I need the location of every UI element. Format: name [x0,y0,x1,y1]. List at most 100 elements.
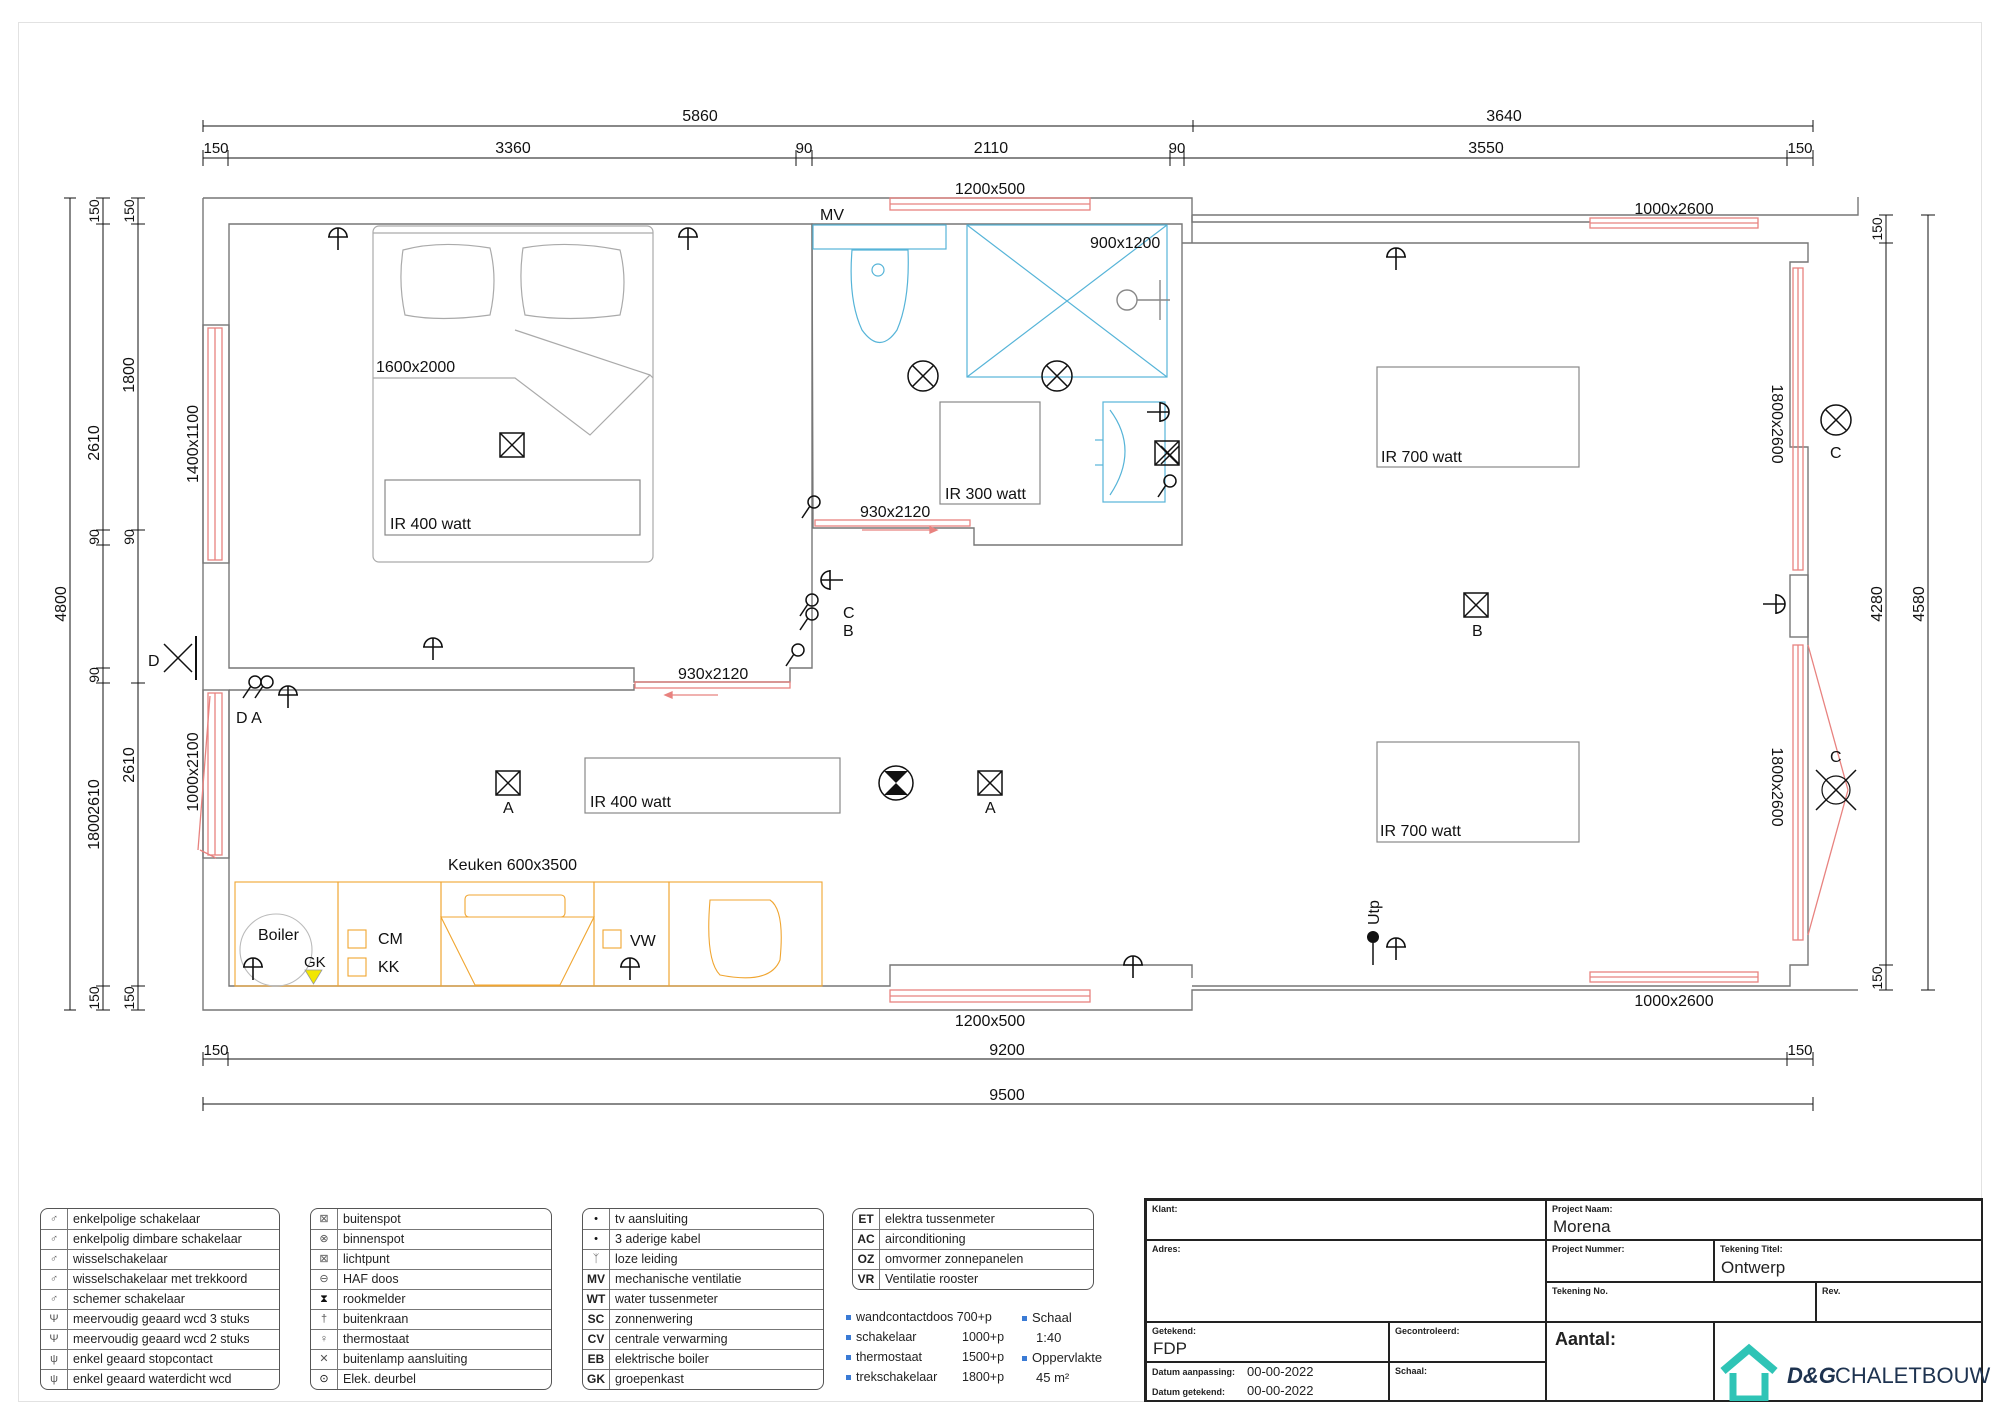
spot-icon [1041,360,1073,392]
legend-item: 3 aderige kabel [615,1232,701,1246]
legend-code: SC [583,1309,610,1329]
socket-icon [820,569,844,591]
lamp-icon [1463,592,1489,618]
legend-item: lichtpunt [343,1252,390,1266]
legend-item: enkel geaard waterdicht wcd [73,1372,232,1386]
switch-da-label: D A [236,710,262,727]
project-nummer-label: Project Nummer: [1552,1244,1625,1254]
legend-item: buitenspot [343,1212,401,1226]
logo: D&G CHALETBOUW [1717,1343,1990,1401]
bath-ir-heater [939,401,1041,505]
outdoor-lamp-icon [1820,404,1852,436]
dim-left-150-t: 150 [86,199,102,223]
schaal-cell: Schaal: [1389,1362,1546,1402]
datum: 00-00-2022 [1247,1383,1314,1398]
project-naam: Morena [1553,1217,1611,1236]
tekening-no-label: Tekening No. [1552,1286,1608,1296]
klant-cell: Klant: [1146,1200,1546,1240]
outdoor-lamp-icon: ✕ [311,1349,338,1369]
dim-left-150-b: 150 [86,986,102,1010]
dim-top-150-l: 150 [203,140,228,157]
dim-left2-150-b: 150 [121,986,137,1010]
dim-top-90-a: 90 [796,140,813,157]
ir-bed-label: IR 400 watt [390,516,471,533]
legend-item: meervoudig geaard wcd 2 stuks [73,1332,250,1346]
scale-label: Schaal [1032,1310,1072,1325]
socket-icon [1122,955,1144,979]
lamp-icon [977,770,1003,796]
note-pull-switch-height: 1800+p [962,1370,1005,1384]
ir-right-2-label: IR 700 watt [1380,823,1461,840]
waterproof-socket-icon: ψ [41,1369,68,1389]
socket-icon: ψ [41,1349,68,1369]
conduit-icon: ᛉ [583,1249,610,1269]
sheet-frame [18,22,1982,1402]
lamp-icon [495,770,521,796]
project-nummer-cell: Project Nummer: [1546,1240,1714,1282]
rev-cell: Rev. [1816,1282,1983,1322]
socket-2-icon: Ψ [41,1329,68,1349]
switch-icon: ♂ [41,1209,68,1229]
note-thermostat-height: 1500+p [962,1350,1005,1364]
outdoor-lamp-icon [163,636,197,680]
dim-left-2610-a: 2610 [86,425,103,461]
windows [197,197,1849,1003]
mv-label: MV [820,207,844,224]
note-switch: schakelaar [856,1330,917,1344]
getekend-label: Getekend: [1152,1326,1197,1336]
rev-label: Rev. [1822,1286,1841,1296]
socket-icon [327,227,349,251]
legend-item: omvormer zonnepanelen [885,1252,1024,1266]
ir-bath-label: IR 300 watt [945,486,1026,503]
legend-code: GK [583,1369,610,1389]
dim-left2-150-t: 150 [121,199,137,223]
note-switch-height: 1000+p [962,1330,1005,1344]
legend-item: mechanische ventilatie [615,1272,742,1286]
dim-left2-2610: 2610 [121,747,138,783]
legend-item: buitenkraan [343,1312,409,1326]
area-value: 45 m² [1036,1370,1070,1385]
switch-c-label: C [843,605,855,622]
bed-label: 1600x2000 [376,359,455,376]
window-right-2-label: 1800x2600 [1768,747,1785,826]
legend-item: enkelpolig dimbare schakelaar [73,1232,242,1246]
legend-item: elektra tussenmeter [885,1212,995,1226]
ir-right-1-label: IR 700 watt [1381,449,1462,466]
dim-bottom-150-r: 150 [1787,1042,1812,1059]
lamp-b-label: B [1472,623,1483,640]
dim-top-total-b: 3640 [1486,108,1522,125]
dim-right-150-b: 150 [1869,966,1885,990]
changeover-switch-icon: ♂ [41,1249,68,1269]
kitchen-label: Keuken 600x3500 [448,857,577,874]
plan-labels: 5860 3640 150 3360 90 2110 90 3550 150 1… [53,108,1928,1104]
dim-right-4580: 4580 [1911,586,1928,622]
title-block: Klant: Adres: Project Naam: Morena Proje… [1144,1198,1990,1402]
legend-code: WT [583,1289,610,1309]
switch-icon [801,495,821,519]
dim-bottom-9200: 9200 [989,1042,1025,1059]
socket-3-icon: Ψ [41,1309,68,1329]
dimension-lines [64,120,1935,1111]
legend-code: EB [583,1349,610,1369]
dimmer-switch-icon: ♂ [41,1229,68,1249]
window-top-1-label: 1200x500 [955,181,1025,198]
gecontroleerd-cell: Gecontroleerd: [1389,1322,1546,1362]
legend-lighting: ⊠buitenspot ⊗binnenspot ⊠lichtpunt ⊖HAF … [310,1208,552,1390]
ir-living-label: IR 400 watt [590,794,671,811]
dim-top-3360: 3360 [495,140,531,157]
dim-left-4800: 4800 [53,586,70,622]
smoke-detector-icon: ⧗ [311,1289,338,1309]
note-pull-switch: trekschakelaar [856,1370,938,1384]
switch-d-label: D [148,653,160,670]
switch-icon [1157,474,1177,498]
aanpassing-label: Datum aanpassing: [1152,1367,1236,1377]
dim-right-4280: 4280 [1869,586,1886,622]
legend-item: enkelpolige schakelaar [73,1212,201,1226]
door-2-label: 930x2120 [678,666,748,683]
lamp-a1-label: A [503,800,514,817]
thermostat-icon: ♀ [311,1329,338,1349]
outdoor-spot-icon: ⊠ [311,1209,338,1229]
legend-item: Elek. deurbel [343,1372,416,1386]
logo-text-b: CHALETBOUW [1835,1363,1991,1388]
legend-item: thermostaat [343,1332,410,1346]
